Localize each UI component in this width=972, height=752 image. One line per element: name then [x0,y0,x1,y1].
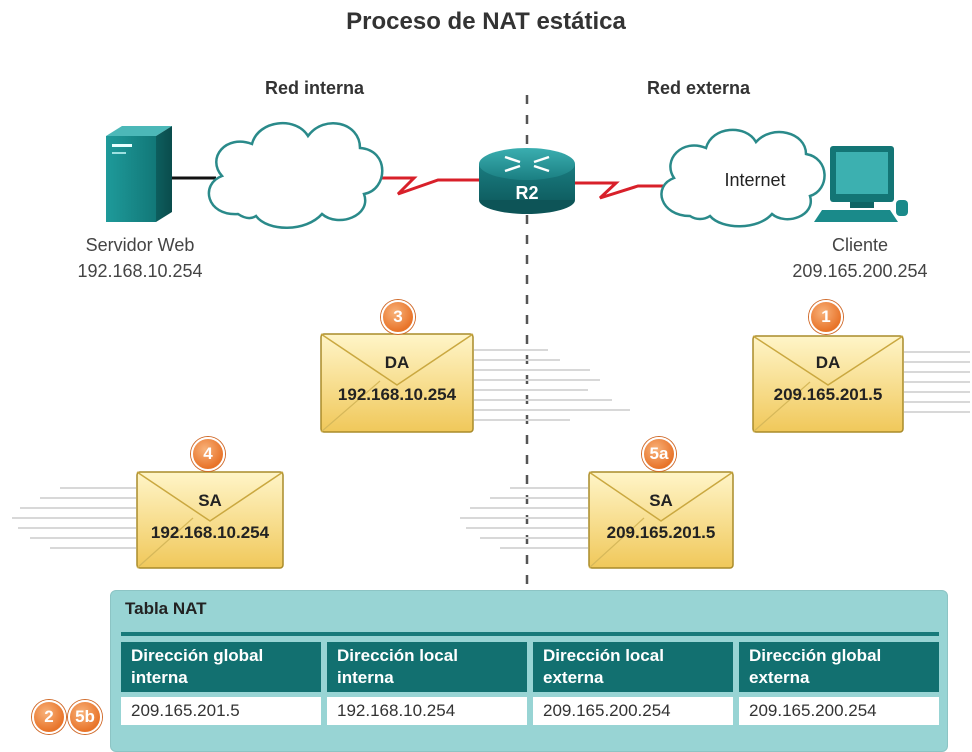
nat-header-outside-local: Dirección local externa [533,642,733,692]
packet-envelope: SA 192.168.10.254 [136,471,284,569]
step-badge: 2 [32,700,66,734]
header-line: Dirección local [337,646,458,665]
motion-lines [12,349,970,549]
packet-envelope: SA 209.165.201.5 [588,471,734,569]
router-icon [479,148,575,214]
nat-cell: 209.165.200.254 [739,697,939,725]
step-badge: 5a [642,437,676,471]
nat-cell: 192.168.10.254 [327,697,527,725]
envelope-icon [588,471,734,569]
packet-field: DA [815,353,841,372]
server-name: Servidor Web [85,235,195,255]
nat-table-divider [121,632,939,636]
packet-field: SA [649,491,673,510]
header-line: Dirección global [131,646,264,665]
step-badge: 4 [191,437,225,471]
step-badge: 1 [809,300,843,334]
nat-header-outside-global: Dirección global externa [739,642,939,692]
step-badge: 3 [381,300,415,334]
network-diagram [12,95,970,600]
envelope-icon [320,333,474,433]
page-title: Proceso de NAT estática [346,8,626,35]
nat-cell: 209.165.201.5 [121,697,321,725]
envelope-icon [136,471,284,569]
packet-field: DA [384,353,410,372]
cloud-label: Internet [724,170,786,190]
cloud-icon [660,128,826,228]
packet-field: SA [198,491,222,510]
router-label: R2 [515,183,539,203]
zone-label-internal: Red interna [265,78,365,98]
zone-label-external: Red externa [647,78,751,98]
serial-link-external [574,181,672,200]
nat-cell: 209.165.200.254 [533,697,733,725]
packet-envelope: DA 209.165.201.5 [752,335,904,433]
client-name: Cliente [831,235,889,255]
envelope-icon [752,335,904,433]
packet-address: 209.165.201.5 [773,385,883,404]
client-label: Cliente 209.165.200.254 [760,232,960,284]
packet-envelope: DA 192.168.10.254 [320,333,474,433]
nat-header-inside-local: Dirección local interna [327,642,527,692]
packet-address: 192.168.10.254 [337,385,457,404]
client-ip: 209.165.200.254 [792,261,928,281]
step-badge: 5b [68,700,102,734]
header-line: interna [337,668,394,687]
packet-address: 209.165.201.5 [606,523,716,542]
nat-table: Tabla NAT Dirección global interna Direc… [110,590,948,752]
header-line: Dirección global [749,646,882,665]
header-line: externa [749,668,810,687]
header-line: Dirección local [543,646,664,665]
serial-link-internal [370,176,486,196]
pc-icon [814,146,908,222]
packet-address: 192.168.10.254 [150,523,270,542]
nat-header-inside-global: Dirección global interna [121,642,321,692]
header-line: interna [131,668,188,687]
cloud-icon [207,121,384,229]
nat-table-title: Tabla NAT [125,599,207,618]
header-line: externa [543,668,604,687]
server-ip: 192.168.10.254 [77,261,203,281]
server-icon [106,126,172,222]
server-label: Servidor Web 192.168.10.254 [40,232,240,284]
